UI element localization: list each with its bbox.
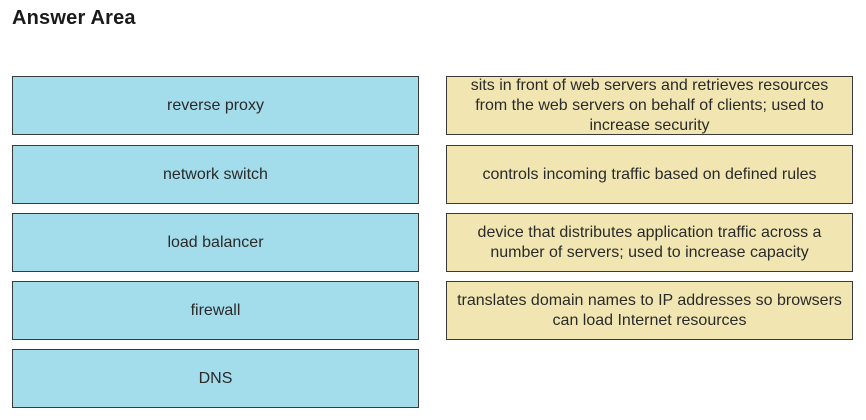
term-reverse-proxy[interactable]: reverse proxy [12,76,419,135]
page-title: Answer Area [12,7,136,29]
definition-load-distribution-slot[interactable]: device that distributes application traf… [446,213,853,272]
definition-name-resolution-slot[interactable]: translates domain names to IP addresses … [446,281,853,340]
definition-traffic-rules-slot[interactable]: controls incoming traffic based on defin… [446,145,853,204]
term-firewall[interactable]: firewall [12,281,419,340]
term-dns[interactable]: DNS [12,349,419,408]
definition-reverse-proxy-slot[interactable]: sits in front of web servers and retriev… [446,76,853,135]
term-network-switch[interactable]: network switch [12,145,419,204]
term-load-balancer[interactable]: load balancer [12,213,419,272]
